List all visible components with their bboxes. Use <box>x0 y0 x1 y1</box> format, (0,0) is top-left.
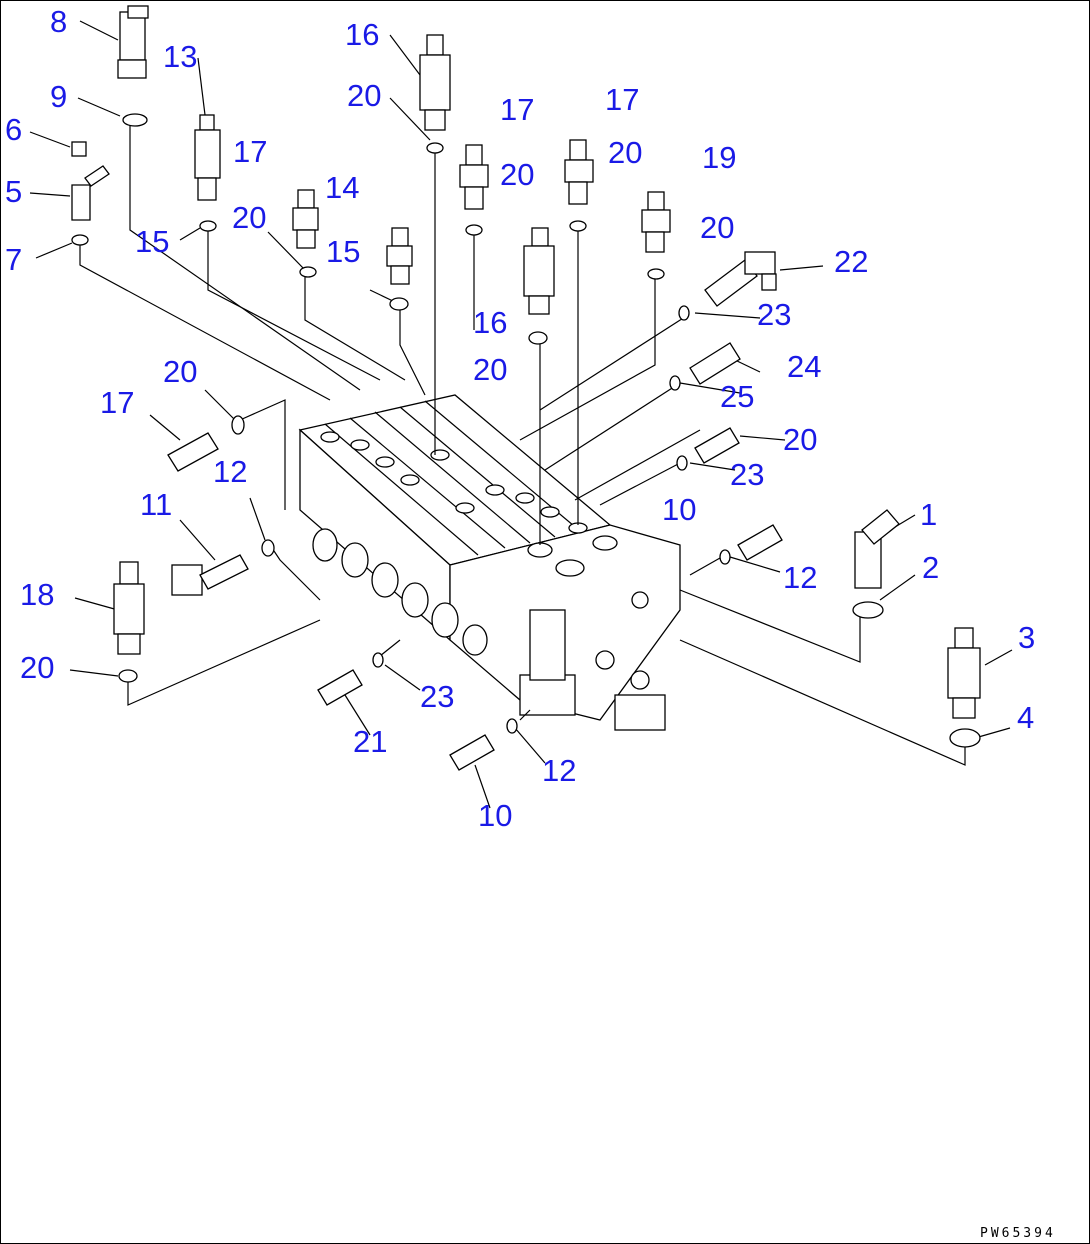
callout-16: 16 <box>473 305 507 340</box>
part-16-valve <box>419 34 451 131</box>
part-12-o-ring <box>261 539 275 557</box>
part-1-elbow <box>854 509 900 589</box>
callout-9: 9 <box>50 79 67 114</box>
part-19-fitting <box>641 191 671 253</box>
part-20-o-ring <box>426 142 444 154</box>
part-21-fitting <box>317 669 363 706</box>
part-15-o-ring <box>389 297 409 311</box>
callout-24: 24 <box>787 349 821 384</box>
part-20-o-ring <box>528 331 548 345</box>
part-20-o-ring <box>231 415 245 435</box>
callout-15: 15 <box>326 234 360 269</box>
callout-15: 15 <box>135 224 169 259</box>
part-10-fitting <box>737 524 783 561</box>
callout-18: 18 <box>20 577 54 612</box>
callout-17: 17 <box>100 385 134 420</box>
drawing-code: PW65394 <box>980 1226 1056 1241</box>
callout-20: 20 <box>232 200 266 235</box>
part-20-o-ring <box>647 268 665 280</box>
part-7-o-ring <box>71 234 89 246</box>
part-12-o-ring <box>506 718 518 734</box>
callout-17: 17 <box>233 134 267 169</box>
callout-7: 7 <box>5 242 22 277</box>
callout-4: 4 <box>1017 700 1034 735</box>
callout-labels: 8 13 16 9 20 17 17 6 17 20 20 19 5 14 20… <box>5 4 1035 833</box>
part-15-o-ring <box>199 220 217 232</box>
callout-20: 20 <box>700 210 734 245</box>
part-22-elbow-fitting <box>704 251 777 307</box>
part-20-o-ring <box>569 220 587 232</box>
part-4-o-ring <box>949 728 981 748</box>
part-23-o-ring <box>372 652 384 668</box>
callout-17: 17 <box>605 82 639 117</box>
part-8-pressure-switch <box>117 5 149 79</box>
callout-21: 21 <box>353 724 387 759</box>
callout-22: 22 <box>834 244 868 279</box>
callout-20: 20 <box>163 354 197 389</box>
callout-20: 20 <box>608 135 642 170</box>
part-20-o-ring <box>299 266 317 278</box>
part-25-o-ring <box>669 375 681 391</box>
callout-13: 13 <box>163 39 197 74</box>
part-6-plug <box>71 141 87 157</box>
callout-10: 10 <box>662 492 696 527</box>
part-12-o-ring <box>719 549 731 565</box>
part-23-o-ring <box>676 455 688 471</box>
callout-20: 20 <box>20 650 54 685</box>
callout-14: 14 <box>325 170 359 205</box>
part-13-valve <box>194 114 221 201</box>
callout-12: 12 <box>542 753 576 788</box>
part-18-valve <box>113 561 145 655</box>
part-2-o-ring <box>852 601 884 619</box>
parts <box>71 5 981 771</box>
callout-25: 25 <box>720 379 754 414</box>
part-14-fitting <box>386 227 413 285</box>
control-valve-body <box>298 394 681 731</box>
part-20-fitting <box>694 427 740 464</box>
callout-20: 20 <box>347 78 381 113</box>
callout-20: 20 <box>473 352 507 387</box>
callout-3: 3 <box>1018 620 1035 655</box>
callout-19: 19 <box>702 140 736 175</box>
callout-20: 20 <box>500 157 534 192</box>
callout-12: 12 <box>783 560 817 595</box>
part-11-fitting <box>171 554 249 596</box>
callout-6: 6 <box>5 112 22 147</box>
part-17-fitting <box>459 144 489 210</box>
part-10-fitting <box>449 734 495 771</box>
callout-5: 5 <box>5 174 22 209</box>
callout-1: 1 <box>920 497 937 532</box>
callout-23: 23 <box>757 297 791 332</box>
part-16-valve <box>523 227 555 315</box>
callout-12: 12 <box>213 454 247 489</box>
callout-16: 16 <box>345 17 379 52</box>
part-24-fitting <box>689 342 741 385</box>
callout-23: 23 <box>730 457 764 492</box>
callout-23: 23 <box>420 679 454 714</box>
callout-11: 11 <box>140 487 172 522</box>
callout-20: 20 <box>783 422 817 457</box>
part-9-o-ring <box>122 113 148 127</box>
callout-17: 17 <box>500 92 534 127</box>
part-17-fitting <box>167 432 219 472</box>
callout-8: 8 <box>50 4 67 39</box>
part-5-elbow <box>71 165 110 221</box>
part-20-o-ring <box>118 669 138 683</box>
part-17-fitting <box>564 139 594 205</box>
part-17-fitting <box>292 189 319 249</box>
leader-lines <box>29 20 1013 809</box>
part-23-o-ring <box>678 305 690 321</box>
callout-10: 10 <box>478 798 512 833</box>
part-20-o-ring <box>465 224 483 236</box>
callout-2: 2 <box>922 550 939 585</box>
part-3-valve <box>947 627 981 719</box>
